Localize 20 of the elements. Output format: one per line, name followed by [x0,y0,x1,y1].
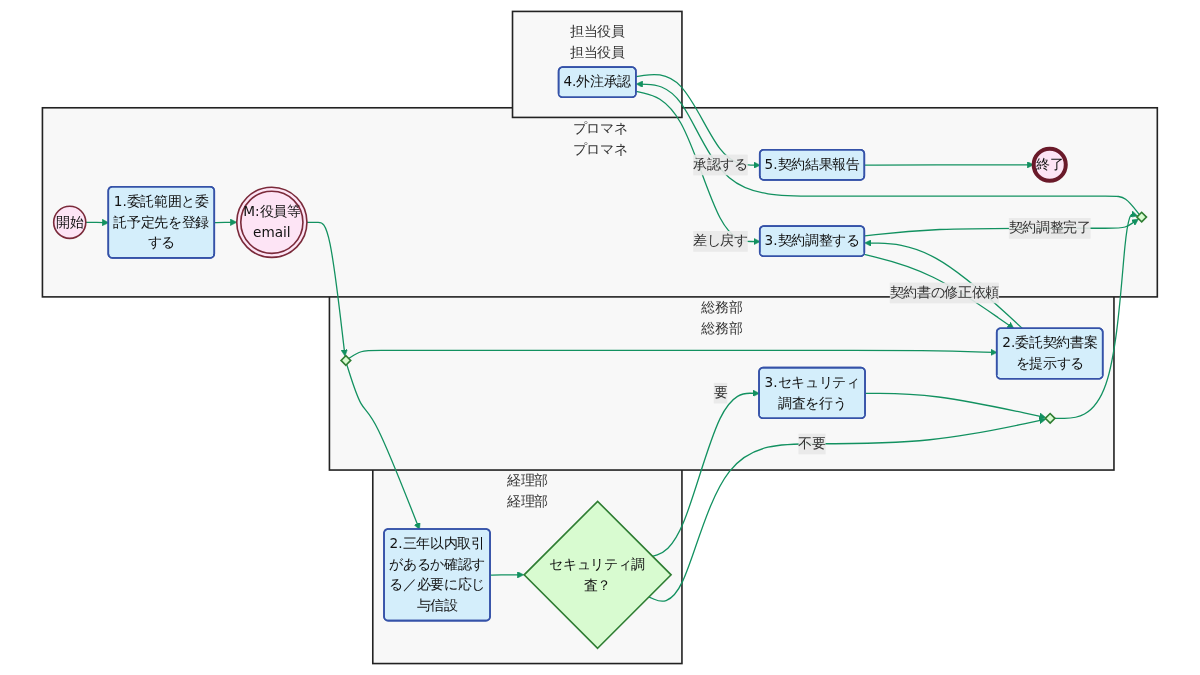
node-circle: 開始 [53,205,87,240]
edge-label: 要 [713,384,728,401]
edge-label: 差し戻す [693,232,748,249]
edge-label: 不要 [798,435,826,452]
edge-label: 契約書の修正依頼 [889,284,1000,301]
node-diamond [340,354,352,367]
node-circle: M:役員等 email [236,186,308,259]
arrow [1054,210,1138,419]
node-circle: 終了 [1031,146,1068,183]
arrow [346,363,421,530]
node-diamond [1044,412,1057,425]
arrow [636,80,1140,215]
edge-label: 承認する [693,156,748,173]
arrow [651,389,760,558]
arrow [214,218,238,226]
arrow [648,417,1047,602]
arrow [863,253,1015,329]
edge-label: 契約調整完了 [1008,219,1091,236]
node-diamond [1135,211,1148,224]
arrow [864,161,1035,169]
